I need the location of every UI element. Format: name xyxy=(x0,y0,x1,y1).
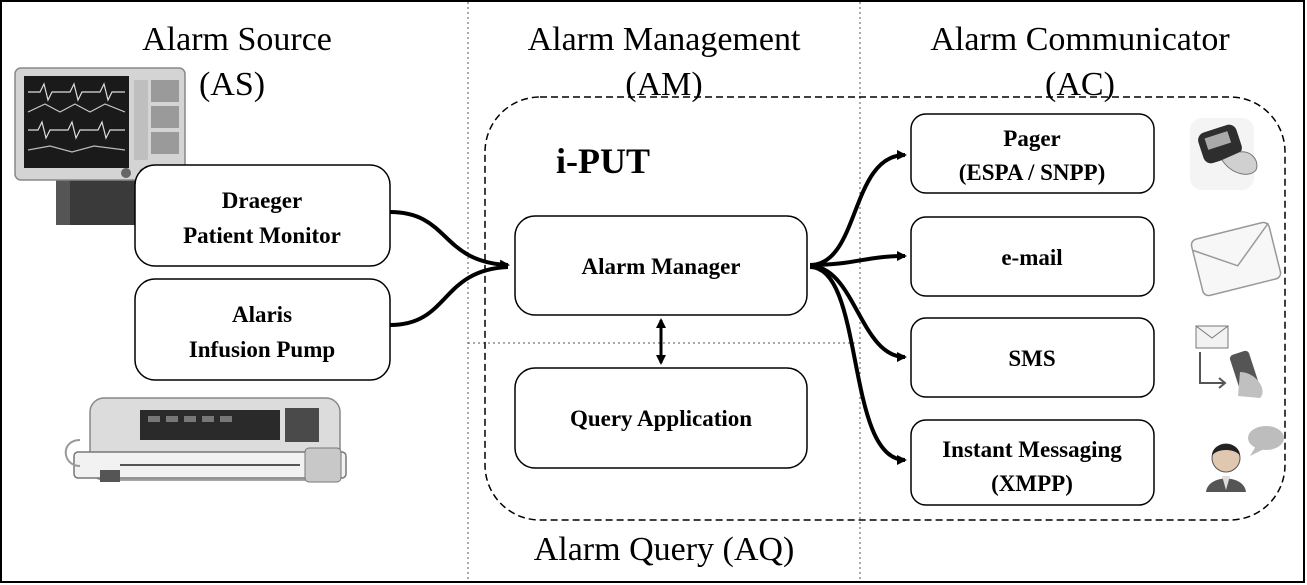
section-title-management: Alarm Management xyxy=(528,21,801,58)
connector-monitor-to-manager xyxy=(389,210,510,270)
channel-box-pager: Pager (ESPA / SNPP) xyxy=(910,113,1155,194)
channel-sms-label: SMS xyxy=(1008,346,1055,371)
alarm-manager-label: Alarm Manager xyxy=(581,254,740,279)
channel-box-instant-messaging: Instant Messaging (XMPP) xyxy=(910,419,1155,506)
source-box-patient-monitor: Draeger Patient Monitor xyxy=(134,164,391,267)
pager-icon xyxy=(1190,118,1258,190)
channel-im-line1: Instant Messaging xyxy=(942,437,1122,462)
source-infusion-pump-line1: Alaris xyxy=(232,302,292,327)
infusion-pump-image xyxy=(64,397,347,483)
source-infusion-pump-line2: Infusion Pump xyxy=(189,337,335,362)
section-title-source: Alarm Source xyxy=(142,21,332,58)
connector-manager-to-im xyxy=(809,265,907,465)
source-patient-monitor-line1: Draeger xyxy=(222,188,302,213)
connector-manager-to-email xyxy=(809,251,907,267)
connector-manager-to-pager xyxy=(809,150,907,267)
chat-person-icon xyxy=(1206,426,1284,492)
connector-pump-to-manager xyxy=(389,265,509,327)
sms-phone-icon xyxy=(1195,325,1263,398)
system-name: i-PUT xyxy=(556,141,650,181)
channel-pager-line2: (ESPA / SNPP) xyxy=(959,160,1106,185)
channel-box-sms: SMS xyxy=(910,317,1155,398)
source-patient-monitor-line2: Patient Monitor xyxy=(183,223,341,248)
section-abbr-source: (AS) xyxy=(199,66,265,103)
alarm-manager-box: Alarm Manager xyxy=(514,215,808,316)
channel-pager-line1: Pager xyxy=(1003,126,1060,151)
channel-im-line2: (XMPP) xyxy=(991,471,1073,496)
channel-box-email: e-mail xyxy=(910,216,1155,297)
channel-email-label: e-mail xyxy=(1001,245,1062,270)
query-application-box: Query Application xyxy=(514,367,808,469)
section-title-query: Alarm Query (AQ) xyxy=(534,531,795,568)
section-title-communicator: Alarm Communicator xyxy=(930,21,1230,58)
query-application-label: Query Application xyxy=(570,406,752,431)
iput-boundary xyxy=(484,96,1286,521)
connector-manager-to-sms xyxy=(809,264,907,362)
envelope-icon xyxy=(1190,221,1282,297)
source-box-infusion-pump: Alaris Infusion Pump xyxy=(134,278,391,381)
